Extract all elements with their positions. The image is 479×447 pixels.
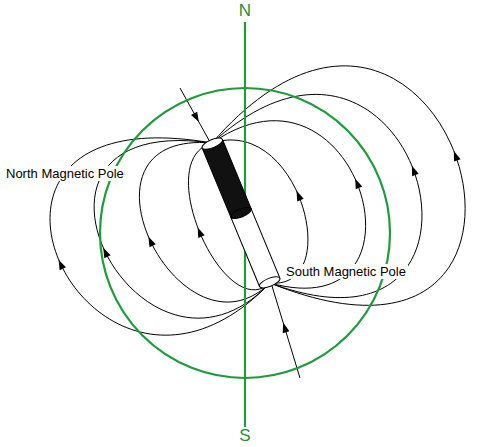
- arrowhead: [191, 112, 202, 124]
- arrowhead: [145, 235, 156, 247]
- field-line: [212, 66, 465, 305]
- axis-label: S: [237, 427, 252, 445]
- arrowhead: [280, 322, 290, 334]
- axis-label: N: [237, 2, 253, 20]
- arrowhead: [451, 150, 461, 162]
- arrowhead: [194, 226, 204, 238]
- arrowhead: [293, 189, 303, 201]
- arrowhead: [409, 164, 419, 176]
- pole-label: South Magnetic Pole: [284, 264, 408, 279]
- arrowhead: [55, 258, 66, 270]
- field-line: [272, 286, 300, 378]
- bar-magnet: [201, 136, 282, 290]
- pole-label: North Magnetic Pole: [4, 166, 126, 181]
- arrowhead: [352, 177, 362, 189]
- field-lines: [50, 66, 465, 378]
